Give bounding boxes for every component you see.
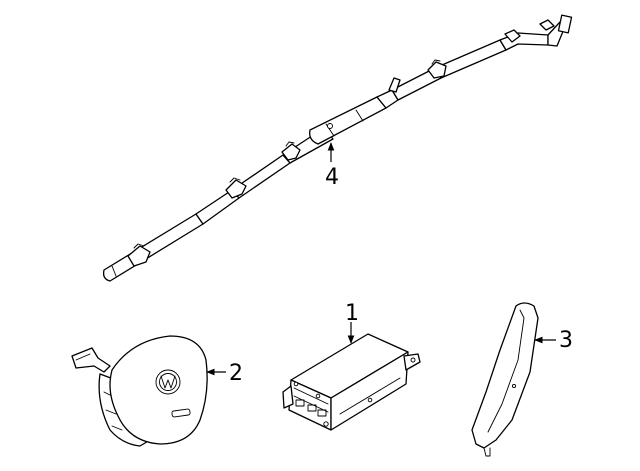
callout-3-number: 3: [559, 328, 573, 353]
seat-side-airbag[interactable]: [471, 302, 539, 457]
callout-1-number: 1: [345, 301, 359, 326]
curtain-airbag[interactable]: [102, 14, 573, 282]
airbag-control-module[interactable]: [282, 333, 421, 431]
callout-2-number: 2: [229, 361, 243, 386]
callout-4-number: 4: [325, 165, 339, 190]
steering-wheel-airbag[interactable]: [71, 335, 208, 447]
